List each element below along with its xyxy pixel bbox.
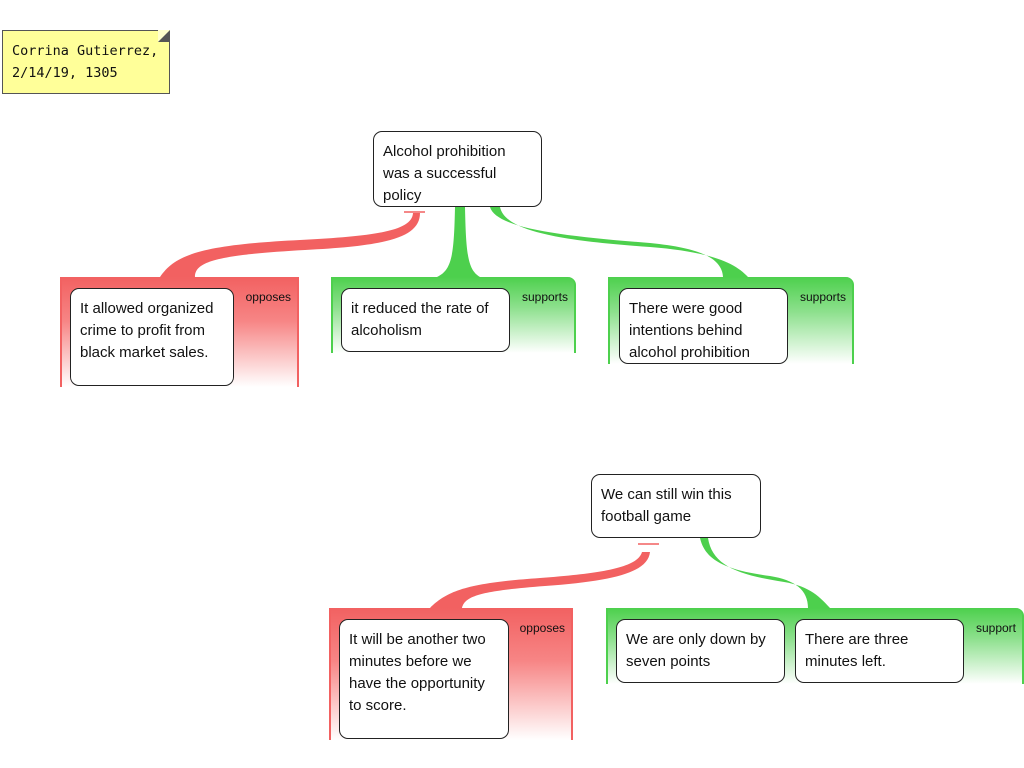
connector-support-1 [437, 207, 480, 277]
premise-box-1[interactable]: It allowed organized crime to profit fro… [70, 288, 234, 386]
claim-box-1[interactable]: Alcohol prohibition was a successful pol… [373, 131, 542, 207]
connector-oppose-2 [430, 552, 650, 608]
premise-text-4: It will be another two minutes before we… [349, 631, 486, 714]
claim-text-1: Alcohol prohibition was a successful pol… [383, 143, 506, 204]
reason-label-support-3: support [975, 621, 1016, 635]
connector-support-3 [700, 538, 830, 608]
connector-oppose-1 [160, 213, 420, 277]
premise-text-1: It allowed organized crime to profit fro… [80, 300, 214, 361]
note-fold-corner [158, 30, 170, 42]
premise-text-6: There are three minutes left. [805, 631, 909, 670]
premise-box-2[interactable]: it reduced the rate of alcoholism [341, 288, 510, 352]
reason-label-support-2: supports [799, 290, 846, 304]
note-text: Corrina Gutierrez, 2/14/19, 1305 [12, 43, 159, 81]
premise-box-5[interactable]: We are only down by seven points [616, 619, 785, 683]
claim-text-2: We can still win this football game [601, 486, 732, 525]
reason-label-support-1: supports [521, 290, 568, 304]
connector-support-2 [490, 207, 748, 277]
reason-label-oppose-1: opposes [245, 290, 291, 304]
premise-box-6[interactable]: There are three minutes left. [795, 619, 964, 683]
premise-text-5: We are only down by seven points [626, 631, 766, 670]
claim-box-2[interactable]: We can still win this football game [591, 474, 761, 538]
premise-text-3: There were good intentions behind alcoho… [629, 300, 750, 361]
premise-box-3[interactable]: There were good intentions behind alcoho… [619, 288, 788, 364]
premise-box-4[interactable]: It will be another two minutes before we… [339, 619, 509, 739]
reason-label-oppose-2: opposes [519, 621, 565, 635]
sticky-note[interactable]: Corrina Gutierrez, 2/14/19, 1305 [2, 30, 170, 94]
premise-text-2: it reduced the rate of alcoholism [351, 300, 489, 339]
